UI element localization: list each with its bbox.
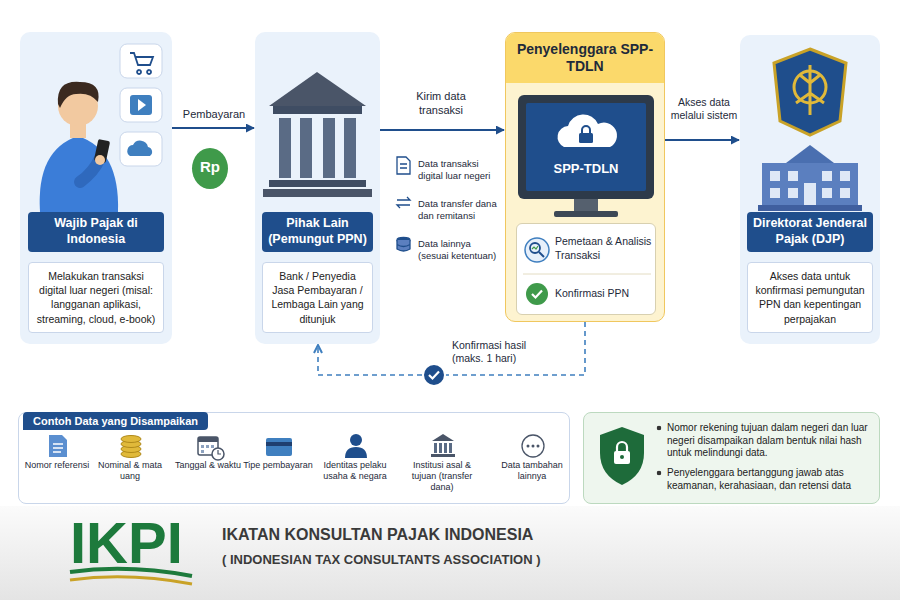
note-box: Nomor rekening tujuan dalam negeri dan l… (583, 412, 880, 504)
user-illustration (20, 32, 172, 212)
panel-heading: Wajib Pajak di Indonesia (28, 212, 164, 252)
currency-text: Rp (192, 148, 228, 184)
data-examples-box: Contoh Data yang Disampaikan (18, 412, 570, 504)
panel-heading: Direktorat Jenderal Pajak (DJP) (747, 212, 873, 252)
actor-panel: Wajib Pajak di IndonesiaMelakukan transa… (20, 32, 172, 344)
data-example-label: Tipe pembayaran (241, 460, 315, 471)
flow-arrow (380, 129, 504, 131)
data-example-label: Identitas pelaku usaha & negara (318, 460, 392, 482)
org-name: IKATAN KONSULTAN PAJAK INDONESIA (222, 526, 533, 544)
panel-title: Penyelenggara SPP-TDLN (506, 33, 664, 83)
data-list-item: Data transaksi digital luar negeri (418, 158, 502, 182)
operator-panel: Penyelenggara SPP-TDLN SPP-TDLN Pemetaan… (505, 32, 665, 322)
panel-body: Melakukan transaksi digital luar negeri … (28, 262, 164, 333)
bank-illustration (255, 32, 380, 212)
djp-illustration (740, 35, 880, 213)
data-example-label: Nomor referensi (20, 460, 94, 471)
org-name-en: ( INDONESIAN TAX CONSULTANTS ASSOCIATION… (222, 552, 541, 567)
data-example-label: Nominal & mata uang (93, 460, 167, 482)
data-example-label: Institusi asal & tujuan (transfer dana) (405, 460, 479, 492)
screen-label: SPP-TDLN (526, 161, 646, 176)
panel-body: Bank / Penyedia Jasa Pembayaran / Lembag… (262, 262, 373, 333)
collector-panel: Pihak Lain (Pemungut PPN) Bank / Penyedia… (255, 32, 380, 344)
note-bullet: Penyelenggara bertanggung jawab atas kea… (656, 467, 874, 492)
edge-label: Konfirmasi hasil (maks. 1 hari) (452, 339, 548, 365)
logo-text: IKPI (70, 514, 183, 572)
check-badge (423, 364, 445, 386)
edge-label: Kirim data transaksi (398, 90, 484, 118)
data-list-item: Data transfer dana dan remitansi (418, 198, 502, 222)
edge-label: Akses data melalui sistem (668, 96, 740, 122)
flow-arrow (665, 139, 739, 141)
flow-arrow (172, 127, 254, 129)
djp-panel: Direktorat Jenderal Pajak (DJP) Akses dat… (740, 35, 880, 344)
system-screen: SPP-TDLN (526, 103, 646, 191)
currency-circle: Rp (192, 148, 228, 189)
process-item: Pemetaan & Analisis Transaksi (555, 235, 653, 262)
process-item: Konfirmasi PPN (555, 287, 653, 301)
cloud-lock-icon (526, 103, 646, 191)
data-list-item: Data lainnya (sesuai ketentuan) (418, 238, 502, 262)
edge-label: Pembayaran (175, 108, 253, 122)
panel-body: Akses data untuk konfirmasi pemungutan P… (747, 262, 873, 333)
section-title: Contoh Data yang Disampaikan (23, 412, 208, 430)
data-list-icons (397, 157, 410, 251)
data-example-label: Data tambahan lainnya (495, 460, 569, 482)
note-bullet: Nomor rekening tujuan dalam negeri dan l… (656, 422, 874, 460)
footer-band: IKPI IKATAN KONSULTAN PAJAK INDONESIA ( IN… (0, 506, 900, 600)
data-example-label: Tanggal & waktu (171, 460, 245, 471)
panel-heading: Pihak Lain (Pemungut PPN) (262, 212, 373, 252)
process-box: Pemetaan & Analisis TransaksiKonfirmasi … (516, 223, 656, 315)
